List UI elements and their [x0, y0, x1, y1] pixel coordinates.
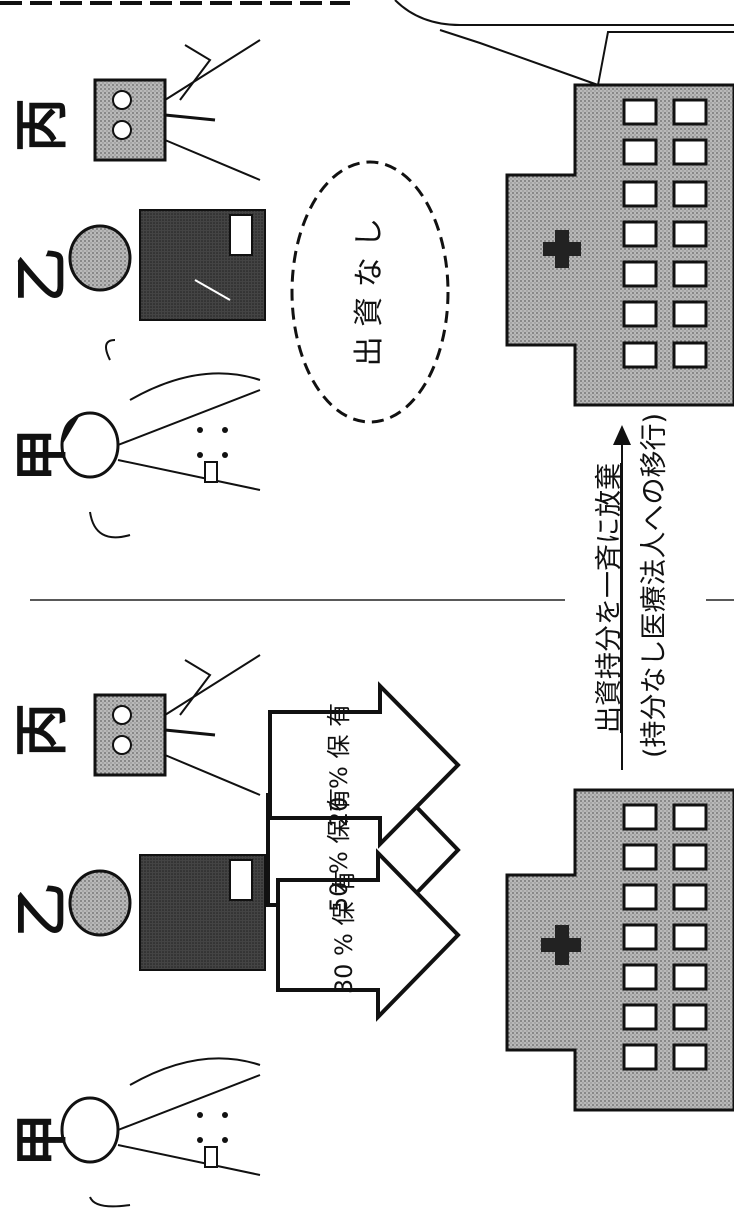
label-otsu-before: 乙 — [10, 883, 73, 937]
label-ko-before: 甲 — [10, 1113, 73, 1167]
person-ko-after — [60, 339, 261, 539]
share-ko-unit: % — [325, 851, 353, 874]
bubble-tail-line — [439, 29, 599, 86]
hospital-after — [505, 83, 734, 407]
person-hei-before — [93, 654, 261, 796]
share-otsu-pct: 30 — [330, 963, 358, 995]
share-otsu-unit: % — [330, 933, 358, 956]
bubble-tail — [597, 31, 734, 86]
share-ko-word: 保 有 — [325, 787, 353, 844]
hospital-before — [505, 788, 734, 1112]
share-hei-word: 保 有 — [325, 702, 353, 759]
share-ko-pct: 50 — [325, 881, 353, 913]
transition-line2: (持分なし医療法人への移行) — [639, 412, 670, 758]
label-hei-after: 丙 — [10, 98, 73, 152]
label-otsu-after: 乙 — [10, 248, 73, 302]
person-otsu-before — [68, 854, 266, 971]
transition-arrow — [613, 425, 631, 770]
no-investment-text: 出 資 な し — [352, 217, 387, 367]
label-ko-after: 甲 — [10, 428, 73, 482]
person-ko-before — [60, 1057, 261, 1208]
person-otsu-after — [68, 209, 266, 321]
label-hei-before: 丙 — [10, 703, 73, 757]
share-arrow-hei — [268, 681, 461, 849]
person-hei-after — [93, 39, 261, 181]
bubble-outline — [394, 0, 734, 26]
share-ko-text: 50 % 保 有 — [325, 785, 372, 915]
transition-line1: 出資持分を一斉に放棄 — [594, 463, 625, 733]
no-investment-ellipse — [290, 160, 450, 424]
share-arrow-otsu — [276, 848, 461, 1022]
